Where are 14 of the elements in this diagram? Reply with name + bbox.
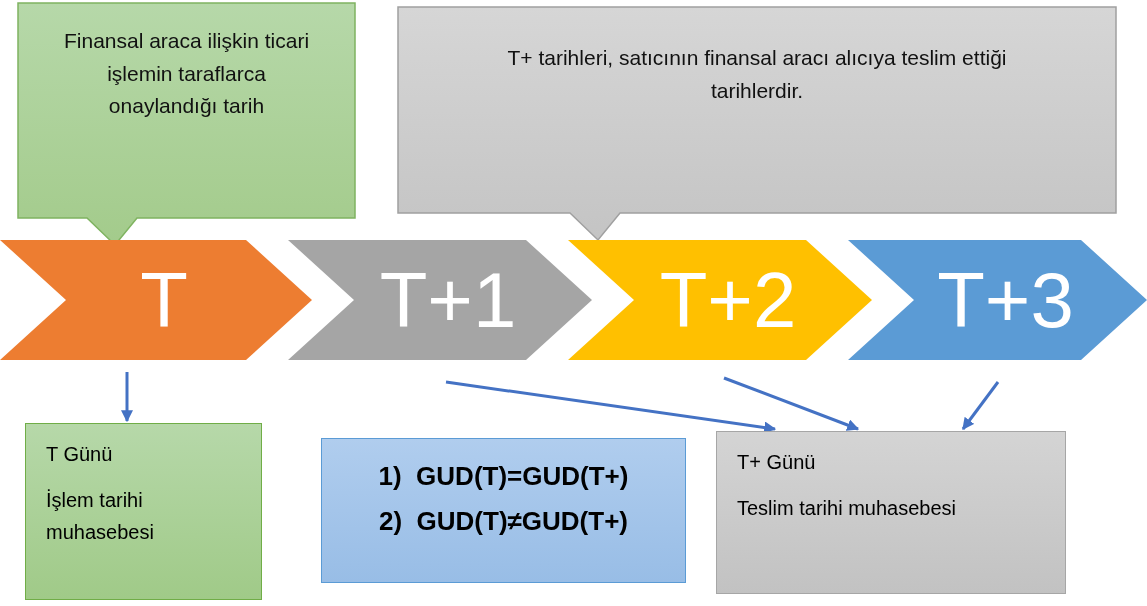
box-text: T Günü [46, 442, 113, 467]
box-text: T+ Günü [737, 450, 816, 475]
list-item: 2) GUD(T)≠GUD(T+) [379, 505, 628, 538]
arrow [121, 372, 133, 423]
day-label: T+3 [937, 254, 1074, 346]
day-label: T+1 [379, 254, 517, 346]
arrow [723, 376, 860, 431]
list-item: 1) GUD(T)=GUD(T+) [378, 460, 629, 493]
day-label: T [140, 254, 188, 346]
box-text: İşlem tarihi muhasebesi [46, 488, 155, 545]
day-label: T+2 [659, 254, 797, 346]
callout-text: T+ tarihleri, satıcının finansal aracı alıcıya teslim ettiği tarihlerdir. [506, 45, 1008, 104]
box-text: Teslim tarihi muhasebesi [737, 496, 956, 521]
arrow [961, 381, 1000, 430]
